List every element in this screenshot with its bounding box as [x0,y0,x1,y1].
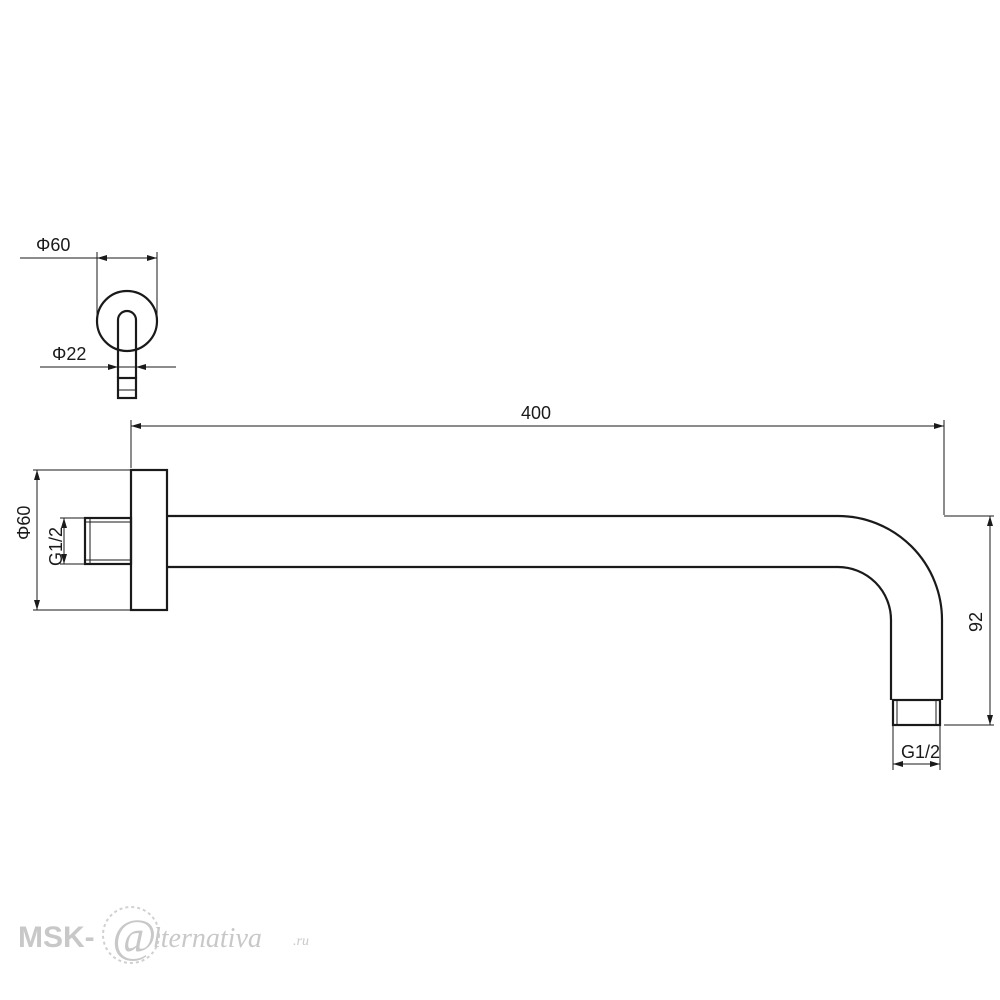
side-view-arm-top [167,514,944,700]
dim-400-label: 400 [521,403,551,423]
side-view: 400 Φ60 G1/2 92 G1/2 [14,403,994,770]
top-view-pipe [116,309,138,378]
watermark-brand-suffix: lternativa [153,923,262,954]
watermark-logo: MSK- @ lternativa .ru [18,906,309,964]
side-view-inlet-thread-lines [85,518,131,564]
side-view-flange [129,468,169,612]
watermark-brand-tld: .ru [293,934,309,949]
top-view-flange [95,289,159,353]
side-phi60-label: Φ60 [14,506,34,540]
watermark-brand-at: @ [112,910,156,963]
side-view-arm-bottom [167,565,893,700]
watermark-brand-prefix: MSK- [18,921,95,954]
top-phi22-label: Φ22 [52,344,86,364]
dim-92-label: 92 [966,612,986,632]
side-view-outlet-thread [891,698,942,727]
top-phi60-label: Φ60 [36,235,70,255]
side-view-inlet-thread [83,516,133,566]
watermark-at-ring [102,906,160,964]
top-view-outlet [116,376,138,400]
side-view-outlet-thread-lines [896,700,937,725]
inlet-g12-label: G1/2 [46,527,66,566]
top-view: Φ60 Φ22 [20,235,176,400]
outlet-g12-label: G1/2 [901,742,940,762]
